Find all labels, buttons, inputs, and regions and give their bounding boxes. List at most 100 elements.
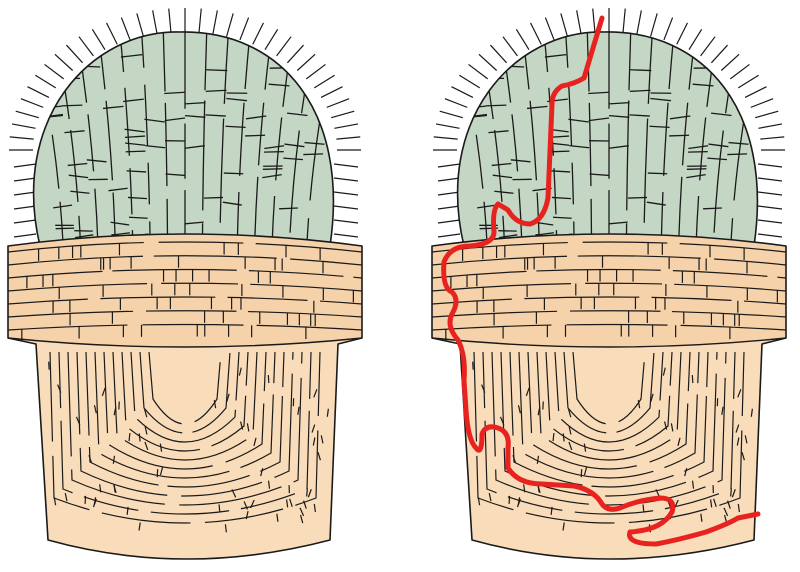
spine bbox=[65, 44, 84, 64]
spine bbox=[744, 86, 767, 98]
spine bbox=[700, 36, 716, 57]
maze-wall bbox=[184, 221, 204, 225]
maze-wall bbox=[627, 196, 648, 199]
maze-wall bbox=[477, 497, 481, 506]
maze-wall bbox=[276, 513, 279, 522]
spine bbox=[13, 233, 37, 238]
maze-wall bbox=[647, 172, 668, 175]
spine bbox=[757, 163, 783, 168]
maze-wall bbox=[625, 31, 632, 247]
maze-wall bbox=[608, 221, 628, 225]
maze-wall bbox=[279, 207, 298, 210]
spine bbox=[437, 191, 461, 196]
maze-wall bbox=[326, 408, 329, 417]
maze-wall bbox=[550, 506, 553, 515]
maze-wall bbox=[139, 351, 231, 434]
spine bbox=[478, 53, 498, 71]
spine bbox=[459, 74, 481, 89]
maze-wall bbox=[226, 393, 230, 402]
maze-wall bbox=[110, 221, 130, 226]
spine bbox=[757, 205, 783, 210]
maze-wall bbox=[125, 150, 146, 153]
pot-rim bbox=[8, 234, 362, 347]
spine bbox=[622, 8, 626, 33]
maze-wall bbox=[108, 187, 128, 192]
maze-wall bbox=[113, 407, 117, 416]
maze-wall bbox=[226, 97, 248, 102]
spine bbox=[276, 36, 292, 57]
maze-wall bbox=[213, 400, 217, 409]
maze-wall bbox=[112, 351, 258, 461]
maze-wall bbox=[510, 159, 531, 163]
spine bbox=[530, 22, 542, 45]
spine bbox=[750, 98, 774, 108]
maze-wall bbox=[222, 201, 242, 206]
maze-wall bbox=[260, 467, 264, 477]
spine bbox=[44, 63, 65, 80]
spine bbox=[320, 86, 343, 98]
maze-wall bbox=[498, 234, 518, 239]
maze-wall bbox=[127, 196, 148, 200]
maze-wall bbox=[735, 424, 740, 433]
maze-wall bbox=[299, 507, 305, 517]
maze-wall bbox=[518, 351, 700, 479]
maze-wall bbox=[708, 143, 729, 148]
maze-wall bbox=[144, 426, 148, 435]
maze-wall bbox=[118, 31, 134, 247]
maze-wall bbox=[64, 130, 85, 134]
maze-wall bbox=[572, 351, 646, 425]
spine bbox=[9, 136, 34, 140]
maze-wall bbox=[245, 134, 266, 137]
maze-wall bbox=[586, 31, 593, 247]
spine bbox=[120, 17, 131, 41]
maze-wall bbox=[516, 498, 521, 508]
maze-wall bbox=[57, 384, 62, 393]
spine bbox=[444, 98, 468, 108]
maze-wall bbox=[545, 351, 673, 452]
spine bbox=[544, 17, 555, 41]
maze-wall bbox=[138, 522, 141, 531]
maze-wall bbox=[164, 117, 186, 122]
maze-wall bbox=[311, 424, 316, 433]
maze-wall bbox=[710, 499, 713, 508]
maze-wall bbox=[70, 190, 90, 194]
spine bbox=[13, 177, 37, 182]
spine bbox=[576, 10, 582, 35]
maze-wall bbox=[299, 514, 304, 524]
maze-wall bbox=[262, 168, 283, 170]
maze-wall bbox=[201, 31, 208, 247]
spine bbox=[333, 177, 359, 182]
maze-wall bbox=[630, 69, 652, 72]
maze-wall bbox=[663, 421, 668, 430]
spine bbox=[760, 136, 785, 140]
maze-wall bbox=[650, 393, 654, 402]
maze-wall bbox=[499, 416, 505, 426]
maze-wall bbox=[741, 452, 745, 461]
maze-wall bbox=[130, 351, 240, 443]
maze-wall bbox=[312, 437, 316, 446]
maze-wall bbox=[144, 118, 165, 123]
spine bbox=[757, 233, 783, 238]
maze-wall bbox=[236, 31, 252, 247]
maze-wall bbox=[164, 91, 186, 95]
pot-maze-walls bbox=[432, 241, 786, 533]
pot-outline bbox=[7, 233, 363, 560]
spine bbox=[437, 177, 461, 182]
maze-wall bbox=[103, 351, 267, 470]
maze-wall bbox=[684, 467, 688, 477]
maze-wall bbox=[128, 216, 148, 219]
spine bbox=[27, 86, 50, 98]
maze-wall bbox=[494, 190, 514, 194]
maze-wall bbox=[728, 141, 749, 145]
maze-wall bbox=[262, 174, 282, 179]
spine bbox=[688, 28, 703, 50]
maze-wall bbox=[264, 145, 285, 150]
maze-wall bbox=[246, 423, 250, 432]
spine bbox=[91, 28, 106, 50]
spine bbox=[437, 219, 461, 224]
maze-wall bbox=[549, 150, 570, 153]
maze-wall bbox=[637, 400, 641, 409]
maze-wall bbox=[525, 387, 530, 397]
spine bbox=[333, 191, 359, 196]
maze-wall bbox=[126, 506, 129, 515]
